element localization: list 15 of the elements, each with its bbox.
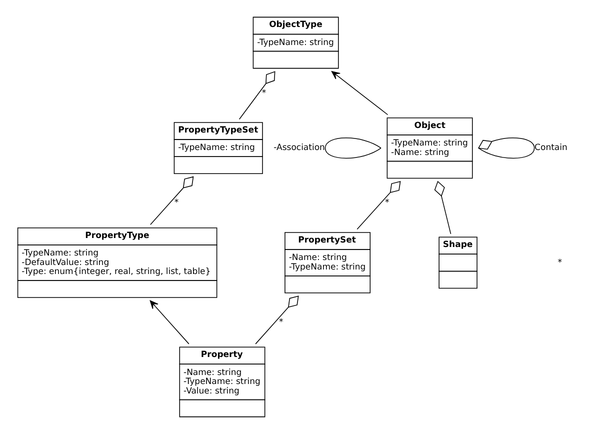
connector xyxy=(150,176,194,224)
connector xyxy=(238,70,276,120)
edge-label: * xyxy=(278,316,284,327)
arrow xyxy=(150,300,190,344)
edge-label: * xyxy=(174,198,179,208)
edge-label: -Association xyxy=(274,142,325,153)
edge-label: * xyxy=(262,88,266,98)
arrow xyxy=(331,70,388,115)
edge-label: Contain xyxy=(534,142,568,153)
connector xyxy=(434,180,452,234)
edge-label: * xyxy=(385,198,390,208)
connector xyxy=(478,137,535,158)
connector xyxy=(255,295,299,344)
connector xyxy=(356,180,401,230)
label: * xyxy=(558,257,562,268)
